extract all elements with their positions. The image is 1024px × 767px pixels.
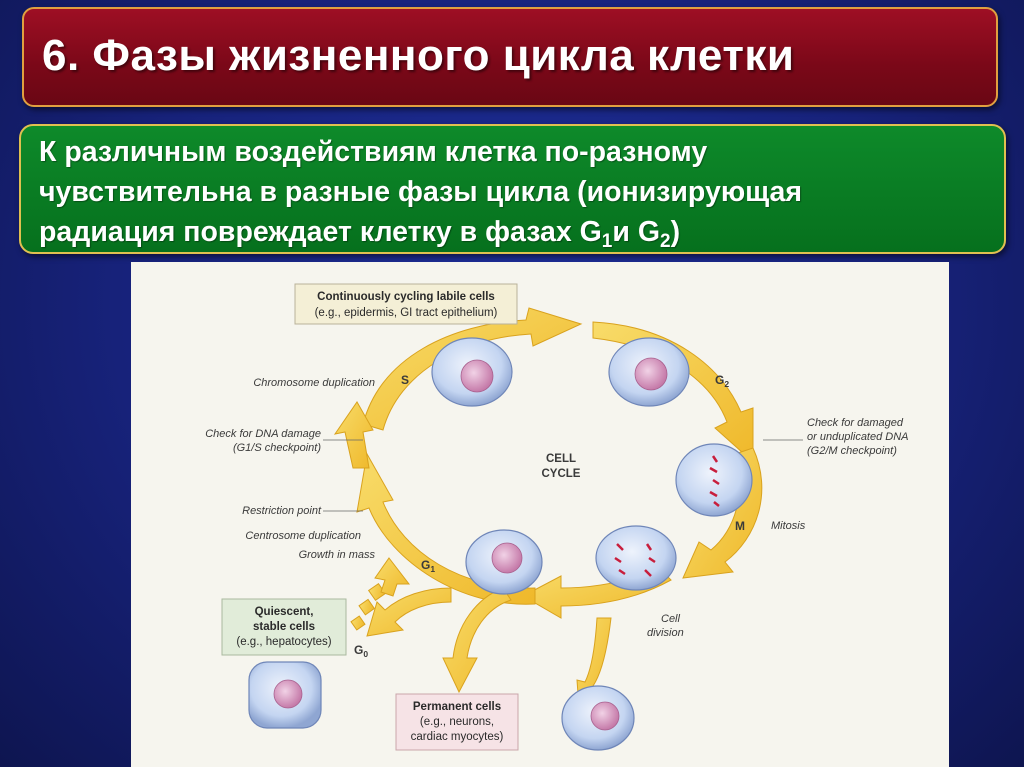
- quiescent-cells-box: Quiescent, stable cells (e.g., hepatocyt…: [221, 598, 347, 656]
- phase-g1-sub: 1: [430, 564, 435, 574]
- phase-g0-label: G0: [354, 643, 368, 659]
- note-sub-2: 2: [659, 231, 671, 252]
- cell-g1: [465, 529, 543, 595]
- quiescent-line-2: stable cells: [253, 621, 315, 633]
- label-check-dna-2: (G1/S checkpoint): [233, 442, 321, 454]
- label-cell-division-1: Cell: [661, 613, 681, 625]
- label-check-dna-1: Check for DNA damage: [205, 428, 321, 440]
- note-line-3-suffix: ): [670, 216, 681, 248]
- phase-g2-label: G2: [715, 373, 729, 389]
- label-growth-in-mass: Growth in mass: [299, 549, 376, 561]
- phase-g2-letter: G: [715, 373, 724, 387]
- note-line-2: чувствительна в разные фазы цикла (иониз…: [39, 176, 803, 208]
- cell-metaphase: [675, 443, 753, 517]
- phase-m-label: M: [735, 519, 745, 533]
- label-chromosome-duplication: Chromosome duplication: [253, 377, 375, 389]
- g0-return-block-3: [350, 615, 366, 631]
- permanent-line-1: Permanent cells: [413, 701, 501, 713]
- cell-s: [431, 337, 513, 407]
- note-text: К различным воздействиям клетка по-разно…: [39, 132, 999, 252]
- note-line-1: К различным воздействиям клетка по-разно…: [39, 136, 708, 168]
- arrow-s-phase: [362, 307, 583, 431]
- label-cell-division-2: division: [647, 627, 684, 639]
- note-box: К различным воздействиям клетка по-разно…: [19, 124, 1006, 254]
- label-check-damaged-3: (G2/M checkpoint): [807, 445, 897, 457]
- slide-title: 6. Фазы жизненного цикла клетки: [42, 31, 795, 80]
- cell-anaphase: [595, 525, 677, 591]
- label-check-damaged-2: or unduplicated DNA: [807, 431, 909, 443]
- permanent-line-3: cardiac myocytes): [411, 731, 504, 743]
- cell-cycle-diagram: Continuously cycling labile cells (e.g.,…: [131, 262, 949, 767]
- cell-cycle-line-2: CYCLE: [542, 468, 581, 480]
- title-bar: 6. Фазы жизненного цикла клетки: [22, 7, 998, 107]
- labile-cells-box: Continuously cycling labile cells (e.g.,…: [294, 283, 518, 325]
- permanent-line-2: (e.g., neurons,: [420, 716, 494, 728]
- note-sub-1: 1: [601, 231, 613, 252]
- phase-g1-label: G1: [421, 558, 435, 574]
- phase-g0-sub: 0: [363, 649, 368, 659]
- arrow-checkpoint: [333, 401, 374, 469]
- labile-line-1: Continuously cycling labile cells: [317, 291, 495, 303]
- permanent-cells-box: Permanent cells (e.g., neurons, cardiac …: [395, 693, 519, 751]
- annotations: Chromosome duplication Check for DNA dam…: [205, 377, 908, 639]
- note-line-3-prefix: радиация повреждает клетку в фазах G: [39, 216, 602, 248]
- label-restriction-point: Restriction point: [242, 505, 322, 517]
- label-mitosis: Mitosis: [771, 520, 806, 532]
- label-centrosome-duplication: Centrosome duplication: [245, 530, 361, 542]
- phase-g1-letter: G: [421, 558, 430, 572]
- cell-g2: [608, 337, 690, 407]
- quiescent-line-1: Quiescent,: [255, 606, 314, 618]
- g0-return-head: [374, 557, 411, 597]
- phase-g0-letter: G: [354, 643, 363, 657]
- note-line-3-mid: и G: [612, 216, 660, 248]
- cell-quiescent: [248, 661, 322, 729]
- quiescent-line-3: (e.g., hepatocytes): [236, 636, 331, 648]
- arrow-to-permanent: [442, 587, 512, 694]
- phase-g2-sub: 2: [724, 379, 729, 389]
- labile-line-2: (e.g., epidermis, GI tract epithelium): [315, 307, 498, 319]
- arrow-to-g0: [366, 587, 452, 637]
- cell-cycle-line-1: CELL: [546, 453, 576, 465]
- cell-daughter: [561, 685, 635, 751]
- g0-return-block-2: [358, 598, 376, 616]
- cell-cycle-svg: Continuously cycling labile cells (e.g.,…: [205, 283, 909, 751]
- label-check-damaged-1: Check for damaged: [807, 417, 904, 429]
- note-line-3: радиация повреждает клетку в фазах G1и G…: [39, 212, 999, 252]
- phase-s-label: S: [401, 373, 409, 387]
